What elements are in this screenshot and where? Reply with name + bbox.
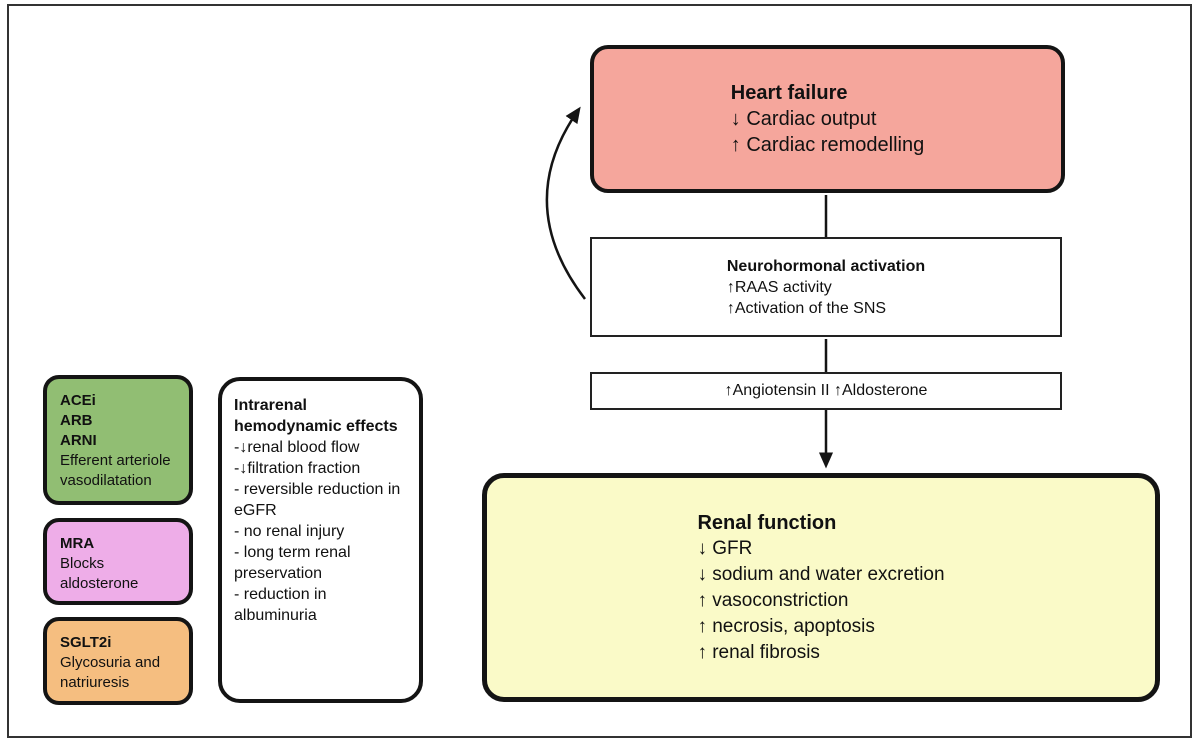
- mra-effect-text: Blocks aldosterone: [60, 555, 139, 592]
- renal-line-sodium-water: ↓ sodium and water excretion: [697, 563, 945, 585]
- renal-line-fibrosis: ↑ renal fibrosis: [697, 641, 820, 663]
- renal-line-vasoconstriction: ↑ vasoconstriction: [697, 589, 849, 611]
- intrarenal-item-renal-blood-flow: -↓renal blood flow: [234, 439, 360, 456]
- intrarenal-item-reversible-reduction: - reversible reduction in eGFR: [234, 481, 401, 519]
- renal-function-title: Renal function: [697, 511, 837, 534]
- mra-box: MRA Blocks aldosterone: [43, 518, 193, 605]
- neurohormonal-activation-box: Neurohormonal activation ↑RAAS activity …: [590, 237, 1062, 337]
- acei-label: ACEi: [60, 392, 96, 409]
- arni-label: ARNI: [60, 432, 97, 449]
- neurohormonal-line-sns: ↑Activation of the SNS: [726, 299, 887, 317]
- angiotensin-aldosterone-box: ↑Angiotensin II ↑Aldosterone: [590, 372, 1062, 410]
- acei-effect-text: Efferent arteriole vasodilatation: [60, 452, 171, 489]
- intrarenal-hemodynamic-effects-box: Intrarenal hemodynamic effects -↓renal b…: [218, 377, 423, 703]
- mra-label: MRA: [60, 535, 95, 552]
- heart-failure-box: Heart failure ↓ Cardiac output ↑ Cardiac…: [590, 45, 1065, 193]
- neurohormonal-title: Neurohormonal activation: [726, 257, 926, 275]
- sglt2i-effect-text: Glycosuria and natriuresis: [60, 654, 161, 691]
- intrarenal-title: Intrarenal hemodynamic effects: [234, 397, 398, 435]
- outer-frame: [7, 4, 1192, 738]
- intrarenal-item-reduction-albuminuria: - reduction in albuminuria: [234, 586, 327, 624]
- renal-function-box: Renal function ↓ GFR ↓ sodium and water …: [482, 473, 1160, 702]
- angiotensin-aldosterone-text: ↑Angiotensin II ↑Aldosterone: [724, 382, 928, 399]
- arb-label: ARB: [60, 412, 93, 429]
- intrarenal-item-filtration-fraction: -↓filtration fraction: [234, 460, 361, 477]
- sglt2i-label: SGLT2i: [60, 634, 112, 651]
- sglt2i-box: SGLT2i Glycosuria and natriuresis: [43, 617, 193, 705]
- renal-line-gfr: ↓ GFR: [697, 537, 753, 559]
- heart-failure-line-cardiac-output: ↓ Cardiac output: [730, 108, 877, 130]
- neurohormonal-line-raas: ↑RAAS activity: [726, 278, 832, 296]
- heart-failure-line-cardiac-remodelling: ↑ Cardiac remodelling: [730, 134, 925, 156]
- intrarenal-item-long-term-preservation: - long term renal preservation: [234, 544, 351, 582]
- renal-line-necrosis: ↑ necrosis, apoptosis: [697, 615, 875, 637]
- heart-failure-title: Heart failure: [730, 82, 848, 104]
- intrarenal-item-no-renal-injury: - no renal injury: [234, 523, 345, 540]
- acei-arb-arni-box: ACEi ARB ARNI Efferent arteriole vasodil…: [43, 375, 193, 505]
